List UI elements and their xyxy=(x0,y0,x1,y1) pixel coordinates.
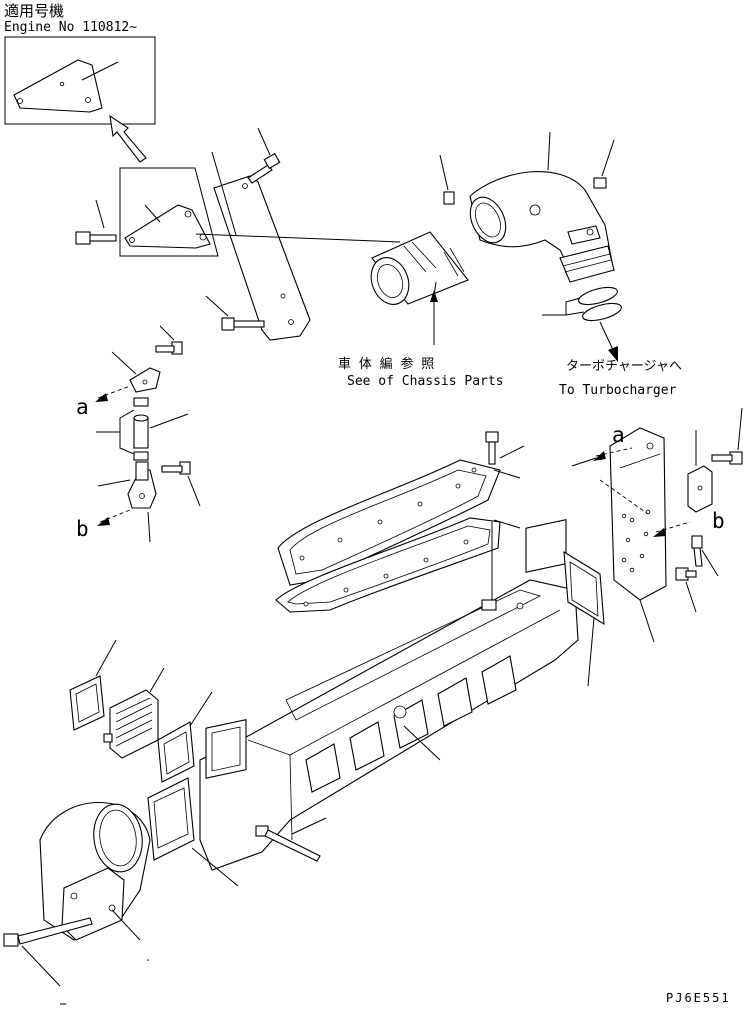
bolt-cover xyxy=(485,431,525,465)
stay-plate xyxy=(211,151,311,341)
elbow-connector xyxy=(469,131,615,283)
heater-unit xyxy=(103,667,165,759)
ref-mark-a-left: a xyxy=(76,395,89,419)
arrow-a-right xyxy=(571,447,649,515)
gasket-small-mid xyxy=(157,691,213,783)
applicability-label-en: Engine No 110812~ xyxy=(4,20,137,35)
arrow-b-left xyxy=(97,509,131,526)
turbo-arrow xyxy=(599,321,618,362)
bolt-bracket-mid xyxy=(691,535,719,577)
bolt-bracket-low xyxy=(675,567,697,613)
air-hose xyxy=(370,231,469,305)
long-bolt-elbow xyxy=(3,917,93,987)
bolt-bracket-top xyxy=(711,407,743,465)
inset-pointer-arrow xyxy=(109,114,147,163)
arrow-b-right xyxy=(653,521,691,537)
ref-mark-a-right: a xyxy=(612,423,625,447)
plug-right xyxy=(593,139,615,189)
plug-left xyxy=(439,154,455,205)
bolt-left-bracket xyxy=(75,199,117,245)
clip-a xyxy=(111,351,161,393)
bolt-small-mid xyxy=(161,461,201,507)
callout-chassis-jp: 車 体 編 参 照 xyxy=(338,356,434,372)
long-bolt-manifold xyxy=(255,817,327,862)
clip-b xyxy=(97,461,157,543)
o-rings xyxy=(542,286,622,322)
gasket-small-left xyxy=(69,639,117,731)
gasket-end-left xyxy=(147,777,239,887)
dot-mark xyxy=(147,959,149,961)
end-gasket-right xyxy=(563,550,605,687)
ref-mark-b-left: b xyxy=(76,517,89,541)
callout-turbo-en: To Turbocharger xyxy=(559,383,677,398)
bolt-lower-stay xyxy=(205,295,265,331)
arrow-a-left xyxy=(95,385,131,402)
chassis-arrow xyxy=(430,290,438,345)
inlet-elbow xyxy=(39,801,151,941)
drawing-code: PJ6E551 xyxy=(666,991,731,1005)
leader-gasket-upper xyxy=(493,469,521,479)
applicability-label-jp: 適用号機 xyxy=(4,2,64,20)
bracket-block xyxy=(687,430,713,513)
bolt-upper-stay xyxy=(247,127,281,184)
spacer-pipe xyxy=(96,397,189,461)
cover-gasket-lower xyxy=(275,517,501,613)
leader-hose xyxy=(195,233,401,243)
inset-bracket-box xyxy=(4,36,156,125)
leader-gasket-lower xyxy=(493,519,521,529)
bracket-group-box xyxy=(119,167,219,257)
intake-manifold xyxy=(199,519,579,871)
callout-chassis-en: See of Chassis Parts xyxy=(347,374,504,389)
bolt-small-top xyxy=(155,325,183,355)
ref-mark-b-right: b xyxy=(712,509,725,533)
mounting-bracket-right xyxy=(609,427,667,643)
callout-turbo-jp: ターボチャージャへ xyxy=(566,359,682,374)
